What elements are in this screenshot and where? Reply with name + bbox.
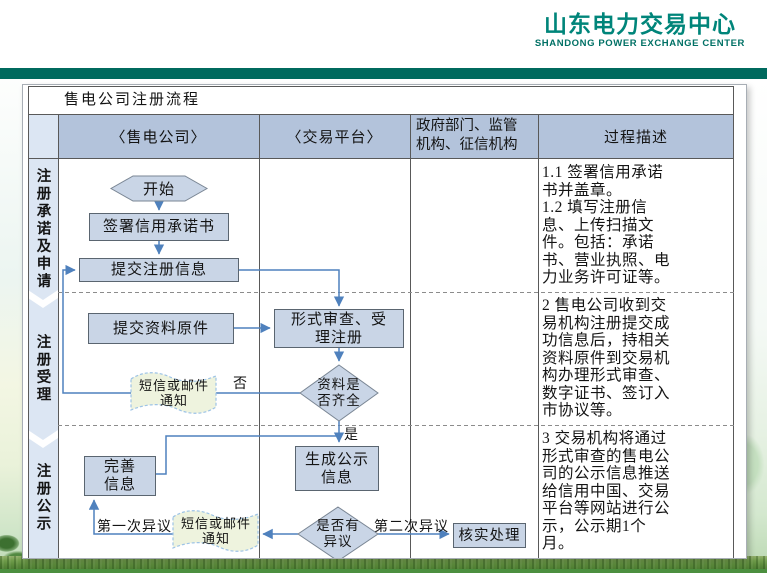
- brand-subtitle: SHANDONG POWER EXCHANGE CENTER: [534, 38, 745, 49]
- edge-label-yes: 是: [344, 428, 359, 443]
- decision-diamond-complete: [299, 364, 379, 422]
- table-grid: [28, 86, 734, 558]
- stage-band-publicity: 注册公示: [28, 438, 58, 558]
- column-header-platform: 〈交易平台〉: [259, 114, 410, 158]
- notify-wave-shape-2: [172, 510, 259, 552]
- stage-band-acceptance: 注册受理: [28, 298, 58, 440]
- stage-label: 注册承诺及申请: [34, 167, 51, 291]
- node-publish-info: 生成公示信息: [295, 446, 379, 491]
- bottom-green-line: [0, 569, 767, 573]
- template-left-decoration: [0, 79, 22, 573]
- node-sign-letter: 签署信用承诺书: [89, 213, 229, 241]
- notify-label-1: 短信或邮件通知: [139, 378, 210, 408]
- row-divider-dashed: [58, 292, 734, 426]
- edge-label-first-objection: 第一次异议: [97, 520, 172, 535]
- brand-logo: 山东电力交易中心 SHANDONG POWER EXCHANGE CENTER: [535, 10, 745, 49]
- node-start-label: 开始: [142, 182, 175, 198]
- grass-strip-image: [0, 556, 767, 569]
- column-header-government: 政府部门、监管 机构、征信机构: [410, 114, 538, 158]
- edge-label-second-objection: 第二次异议: [374, 520, 449, 535]
- stage-band-application: 注册承诺及申请: [28, 158, 58, 300]
- header-divider-bar: [0, 68, 767, 79]
- page-title: 售电公司注册流程: [28, 86, 734, 114]
- stage-label: 注册受理: [34, 334, 51, 404]
- node-verify-handle: 核实处理: [453, 523, 526, 548]
- header-spacer-cell: [28, 114, 58, 158]
- decision-diamond-objection: [297, 506, 379, 558]
- template-right-decoration: [745, 79, 767, 573]
- edge-label-no: 否: [233, 377, 248, 392]
- flow-connectors: [62, 200, 450, 540]
- process-description-2: 2 售电公司收到交易机构注册提交成功信息后，持相关资料原件到交易机构办理形式审查…: [542, 297, 671, 419]
- process-description-1: 1.1 签署信用承诺书并盖章。 1.2 填写注册信息、上传扫描文件。包括：承诺书…: [542, 164, 671, 286]
- column-header-company: 〈售电公司〉: [58, 114, 259, 158]
- decision-objection-label: 是否有异议: [316, 518, 360, 549]
- node-improve-info: 完善信息: [84, 456, 156, 496]
- stage-label: 注册公示: [34, 463, 51, 533]
- notify-wave-shape-1: [130, 372, 217, 414]
- flowchart-canvas: [28, 86, 734, 558]
- node-submit-docs: 提交资料原件: [88, 313, 234, 344]
- decision-complete-label: 资料是否齐全: [317, 377, 361, 408]
- start-hexagon: [109, 175, 209, 202]
- node-formal-review: 形式审查、受理注册: [274, 309, 404, 348]
- brand-name: 山东电力交易中心: [543, 11, 736, 37]
- slide-panel: 售电公司注册流程 〈售电公司〉 〈交易平台〉 政府部门、监管 机构、征信机构 过…: [22, 84, 747, 559]
- node-submit-info: 提交注册信息: [79, 258, 239, 282]
- process-description-3: 3 交易机构将通过形式审查的售电公司的公示信息推送给信用中国、交易平台等网站进行…: [542, 430, 671, 552]
- column-header-description: 过程描述: [538, 114, 734, 158]
- notify-label-2: 短信或邮件通知: [181, 516, 252, 546]
